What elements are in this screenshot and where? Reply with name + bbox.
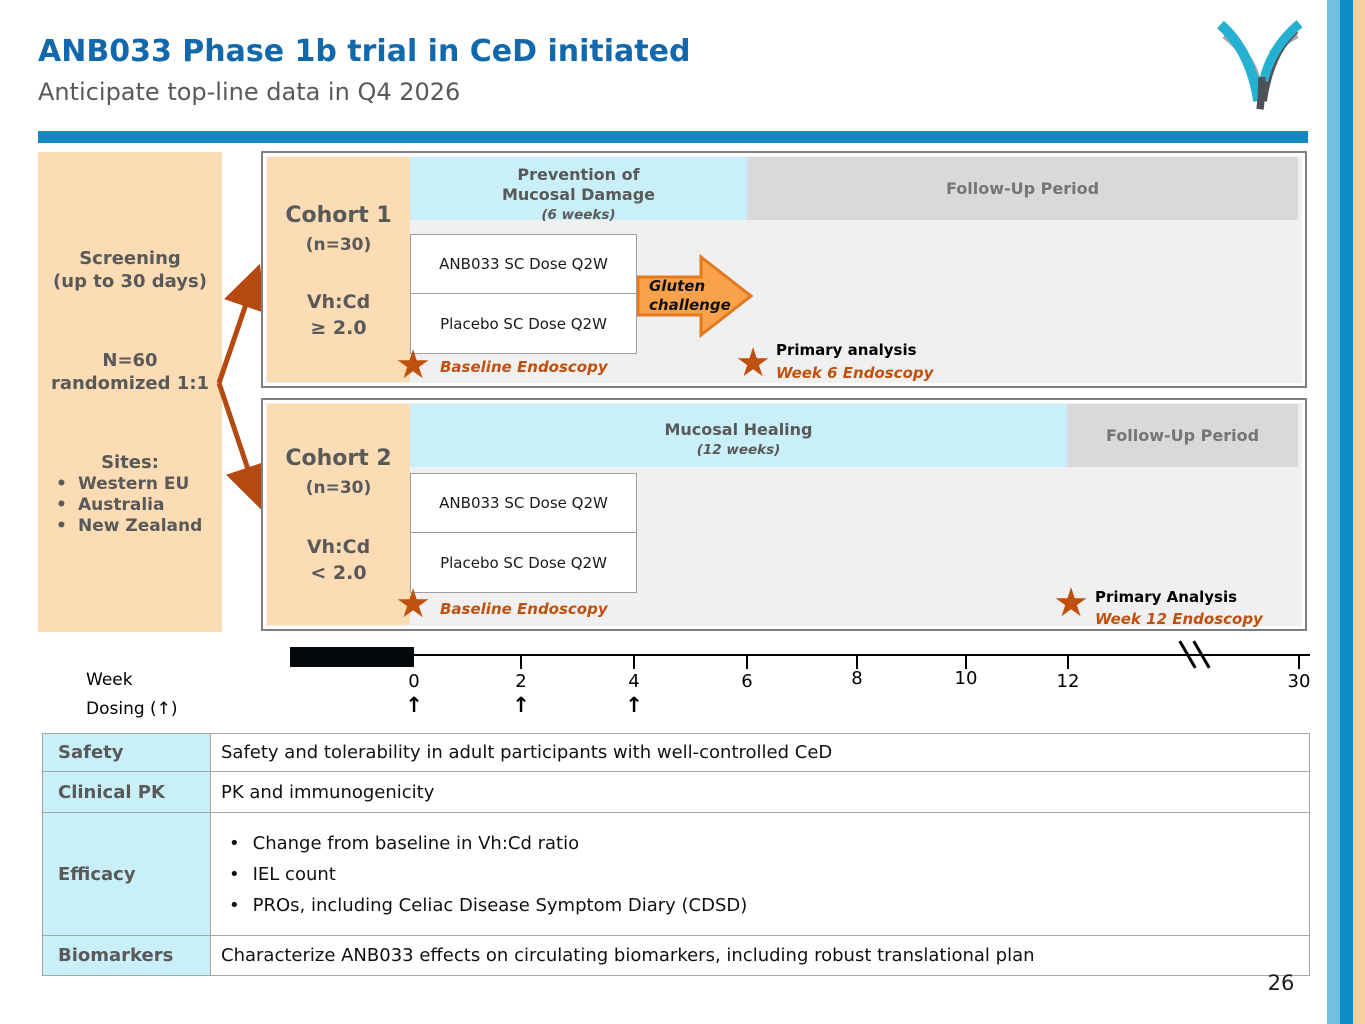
sites-heading: Sites:	[101, 452, 159, 473]
star-icon: ★	[735, 340, 771, 386]
week-axis-label: Week	[86, 670, 133, 690]
bullet-icon: •	[56, 516, 67, 536]
arrow-shape	[636, 253, 754, 339]
table-row: Safety Safety and tolerability in adult …	[43, 734, 1309, 771]
row-value: Safety and tolerability in adult partici…	[221, 742, 833, 763]
cohort1-panel: Cohort 1 (n=30) Vh:Cd ≥ 2.0 Prevention o…	[261, 151, 1307, 388]
followup-band: Follow-Up Period	[747, 157, 1298, 220]
bullet-icon: •	[229, 894, 240, 916]
anaptys-logo	[1217, 20, 1303, 110]
page-number: 26	[1267, 971, 1295, 995]
cohort-criteria: Vh:Cd	[306, 536, 371, 558]
table-row: Clinical PK PK and immunogenicity	[43, 771, 1309, 812]
week-tick-label: 12	[1056, 671, 1080, 692]
table-row: Biomarkers Characterize ANB033 effects o…	[43, 935, 1309, 975]
screening-box: Screening (up to 30 days) N=60 randomize…	[38, 152, 222, 632]
dosing-arrow-icon: ↑	[405, 693, 423, 717]
edge-stripe-blue	[1340, 0, 1353, 1024]
axis-tick	[965, 656, 967, 669]
gluten-challenge-arrow: Gluten challenge	[636, 253, 755, 339]
timeline-axis	[414, 654, 1310, 656]
arm-placebo-box: Placebo SC Dose Q2W	[410, 293, 637, 354]
primary-analysis-label: Primary Analysis	[1095, 588, 1238, 606]
axis-tick	[633, 656, 635, 669]
row-label: Safety	[43, 734, 211, 771]
week-tick-label: 6	[741, 671, 753, 692]
cohort2-panel: Cohort 2 (n=30) Vh:Cd < 2.0 Mucosal Heal…	[261, 398, 1307, 631]
treatment-phase-band: Prevention of Mucosal Damage (6 weeks)	[410, 157, 747, 223]
randomization-line: randomized 1:1	[50, 373, 210, 394]
treatment-phase-band: Mucosal Healing (12 weeks)	[410, 404, 1067, 467]
edge-stripe-peach	[1353, 0, 1365, 1024]
arm-anb033-box: ANB033 SC Dose Q2W	[410, 234, 637, 294]
gluten-challenge-label: Gluten challenge	[649, 277, 731, 314]
screening-line: Screening	[79, 248, 181, 269]
cohort-name: Cohort 2	[285, 446, 392, 471]
week-tick-label: 10	[954, 668, 978, 689]
followup-band: Follow-Up Period	[1067, 404, 1298, 467]
baseline-endoscopy-label: Baseline Endoscopy	[440, 358, 608, 376]
axis-tick	[1067, 656, 1069, 669]
primary-endoscopy-label: Week 12 Endoscopy	[1095, 610, 1263, 628]
cohort1-label-box: Cohort 1 (n=30) Vh:Cd ≥ 2.0	[267, 157, 410, 382]
axis-tick	[746, 656, 748, 669]
edge-stripe-light-blue	[1327, 0, 1340, 1024]
dosing-arrow-icon: ↑	[625, 693, 643, 717]
screening-line: (up to 30 days)	[53, 271, 207, 292]
cohort-n: (n=30)	[305, 235, 372, 255]
week-tick-label: 0	[408, 671, 420, 692]
cohort-name: Cohort 1	[285, 203, 392, 228]
baseline-endoscopy-label: Baseline Endoscopy	[440, 600, 608, 618]
arm-anb033-box: ANB033 SC Dose Q2W	[410, 473, 637, 533]
dosing-axis-label: Dosing (↑)	[86, 699, 178, 719]
star-icon: ★	[395, 581, 431, 627]
row-value: PK and immunogenicity	[221, 781, 435, 803]
axis-tick	[520, 656, 522, 669]
page-subtitle: Anticipate top-line data in Q4 2026	[38, 78, 461, 106]
axis-tick	[856, 656, 858, 669]
table-row: Efficacy •Change from baseline in Vh:Cd …	[43, 812, 1309, 935]
week-tick-label: 2	[515, 671, 527, 692]
row-label: Clinical PK	[43, 772, 211, 812]
week-tick-label: 30	[1287, 671, 1311, 692]
header-divider	[38, 131, 1308, 143]
row-value: Characterize ANB033 effects on circulati…	[221, 945, 1035, 966]
primary-analysis-label: Primary analysis	[776, 341, 917, 359]
week-tick-label: 4	[628, 671, 640, 692]
cohort-criteria: < 2.0	[310, 562, 367, 584]
dosing-arrow-icon: ↑	[512, 693, 530, 717]
cohort-n: (n=30)	[305, 478, 372, 498]
bullet-icon: •	[229, 863, 240, 885]
cohort-criteria: Vh:Cd	[306, 291, 371, 313]
screening-period-bar	[290, 647, 414, 667]
star-icon: ★	[395, 342, 431, 388]
primary-endoscopy-label: Week 6 Endoscopy	[776, 364, 934, 382]
cohort-criteria: ≥ 2.0	[310, 317, 367, 339]
arm-placebo-box: Placebo SC Dose Q2W	[410, 532, 637, 593]
bullet-icon: •	[229, 832, 240, 854]
row-label: Biomarkers	[43, 936, 211, 975]
bullet-icon: •	[56, 495, 67, 515]
endpoints-table: Safety Safety and tolerability in adult …	[42, 733, 1310, 976]
randomization-arrows-icon	[216, 263, 267, 511]
row-label: Efficacy	[43, 813, 211, 935]
axis-tick	[1298, 656, 1300, 669]
page-title: ANB033 Phase 1b trial in CeD initiated	[38, 34, 691, 69]
randomization-line: N=60	[102, 350, 158, 371]
cohort2-label-box: Cohort 2 (n=30) Vh:Cd < 2.0	[267, 404, 410, 625]
bullet-icon: •	[56, 474, 67, 494]
week-tick-label: 8	[851, 668, 863, 689]
row-value: •Change from baseline in Vh:Cd ratio •IE…	[229, 832, 748, 916]
star-icon: ★	[1053, 580, 1089, 626]
